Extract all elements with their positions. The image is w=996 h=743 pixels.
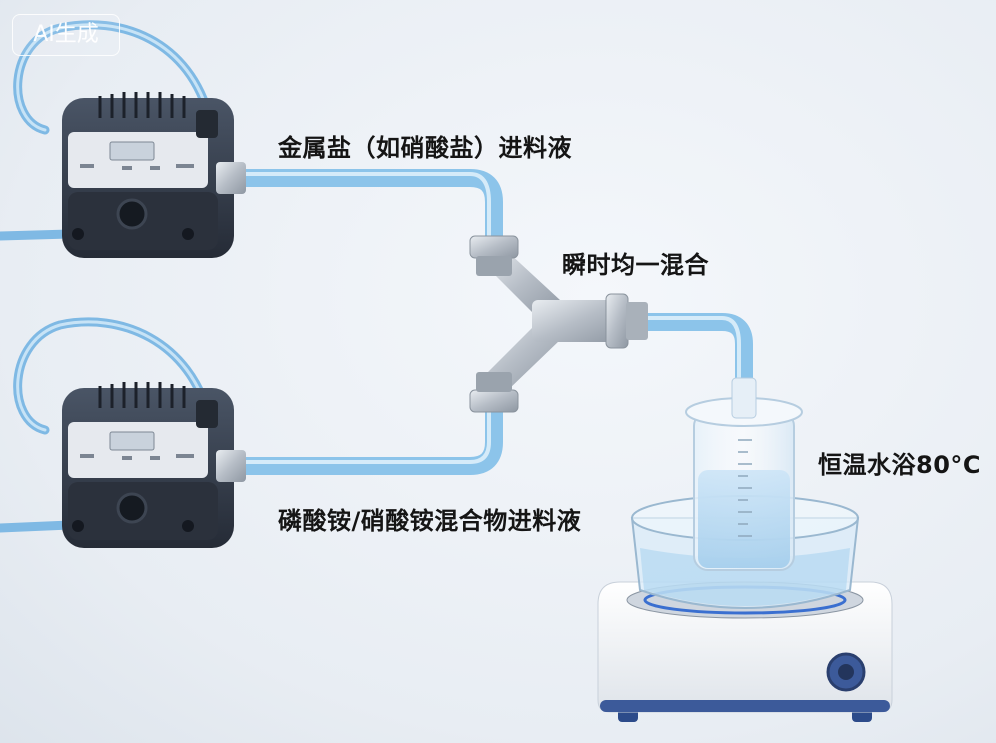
reaction-beaker	[685, 377, 803, 571]
ai-generated-watermark: AI生成	[12, 14, 120, 56]
label-instant-mixing: 瞬时均一混合	[562, 251, 709, 279]
label-metal-salt-feed: 金属盐（如硝酸盐）进料液	[278, 134, 572, 162]
tube-phosphate-feed	[231, 401, 503, 475]
tube-pump2-left	[0, 520, 75, 533]
tube-metal-salt-feed	[231, 169, 503, 245]
pump1-knob[interactable]	[116, 198, 148, 230]
tubing	[0, 20, 753, 533]
label-water-bath: 恒温水浴80°C	[818, 451, 982, 479]
pump2-knob[interactable]	[116, 492, 148, 524]
peristaltic-pump-1	[62, 92, 246, 258]
peristaltic-pump-2	[62, 382, 246, 548]
tube-pump1-left	[0, 229, 75, 241]
tube-mixed-outlet	[631, 313, 753, 409]
label-phosphate-feed: 磷酸铵/硝酸铵混合物进料液	[278, 507, 582, 535]
y-mixer-fitting	[469, 235, 648, 413]
